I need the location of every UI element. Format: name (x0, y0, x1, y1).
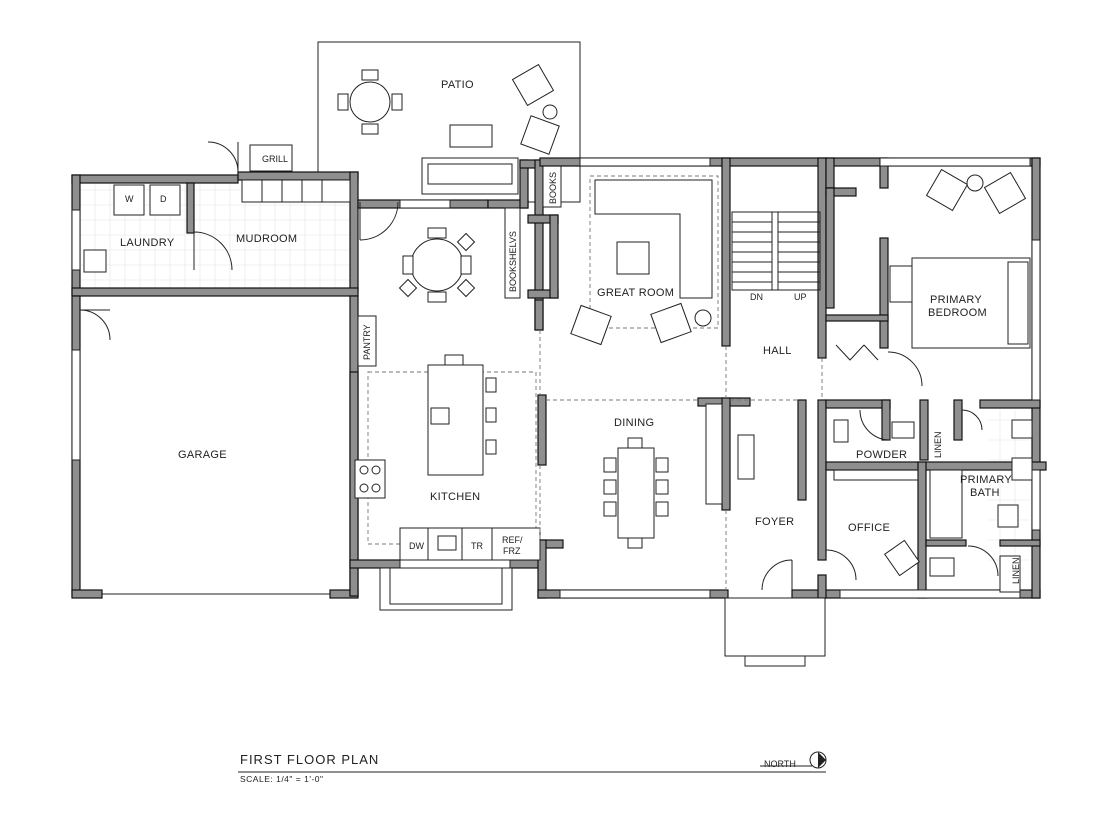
label-dw: DW (409, 541, 424, 551)
label-kitchen: KITCHEN (430, 491, 480, 503)
kitchen-fixtures (354, 354, 541, 611)
label-patio: PATIO (441, 79, 474, 91)
label-dryer: D (160, 194, 167, 204)
label-great-room: GREAT ROOM (597, 287, 674, 299)
plan-title: FIRST FLOOR PLAN (240, 752, 379, 767)
primary-bedroom-furniture (835, 168, 1031, 361)
label-dining: DINING (614, 417, 654, 429)
windows (71, 157, 1041, 599)
label-ref-2: FRZ (503, 546, 521, 556)
walls (71, 157, 1047, 599)
office-furniture (833, 469, 920, 577)
label-dn: DN (750, 292, 763, 302)
label-mudroom: MUDROOM (236, 233, 297, 245)
doors (79, 141, 999, 591)
label-laundry: LAUNDRY (120, 237, 175, 249)
label-pantry: PANTRY (362, 324, 372, 360)
label-primary-bedroom-1: PRIMARY (930, 294, 982, 306)
label-linen-2: LINEN (1011, 557, 1021, 584)
label-office: OFFICE (848, 522, 890, 534)
north-label: NORTH (764, 759, 796, 769)
label-up: UP (794, 292, 807, 302)
laundry-fixtures (83, 179, 351, 273)
breakfast-table (398, 227, 476, 303)
room-labels: PATIO GRILL W D LAUNDRY MUDROOM BOOKS BO… (120, 79, 1021, 584)
dining-table (603, 437, 669, 549)
label-washer: W (125, 194, 134, 204)
label-powder: POWDER (856, 449, 907, 461)
label-tr: TR (471, 541, 483, 551)
label-hall: HALL (763, 345, 792, 357)
bath-fixtures (833, 419, 1033, 593)
foyer-furniture (705, 403, 826, 667)
label-primary-bath-1: PRIMARY (960, 474, 1012, 486)
pantry (357, 315, 377, 367)
dashed-openings (539, 330, 823, 590)
label-garage: GARAGE (178, 449, 227, 461)
label-primary-bedroom-2: BEDROOM (928, 307, 987, 319)
label-ref-1: REF/ (502, 535, 523, 545)
great-room-furniture (570, 175, 719, 346)
label-primary-bath-2: BATH (970, 487, 1000, 499)
grill (249, 144, 293, 172)
staircase (731, 211, 821, 291)
north-arrow-icon (760, 751, 827, 769)
label-grill: GRILL (262, 154, 288, 164)
patio-area (317, 41, 581, 203)
label-linen-1: LINEN (933, 431, 943, 458)
label-bookshelves: BOOKSHELVS (508, 231, 518, 292)
label-foyer: FOYER (755, 516, 794, 528)
plan-scale: SCALE: 1/4" = 1'-0" (240, 774, 324, 784)
label-books: BOOKS (548, 172, 558, 204)
